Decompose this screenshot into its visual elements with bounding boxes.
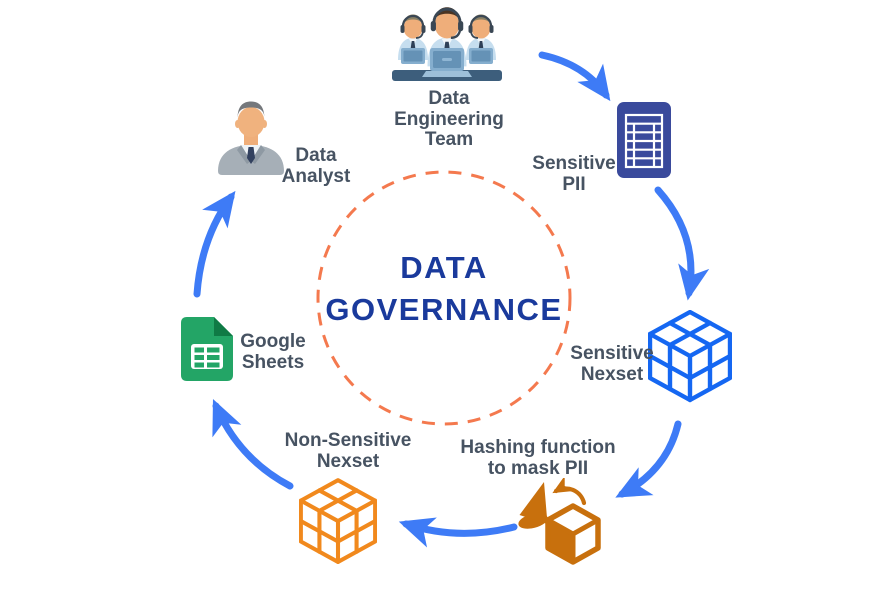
sensitive-nexset-label-line1: Sensitive <box>570 343 654 364</box>
arrow-nonsensitive-nexset-to-sheets <box>212 399 294 490</box>
data-analyst-label-line2: Analyst <box>281 165 351 187</box>
sensitive-pii-label-line2: PII <box>562 173 586 195</box>
sensitive-pii-label-line1: Sensitive <box>532 153 616 174</box>
sensitive-nexset-label: Sensitive Nexset <box>570 343 654 385</box>
nonsensitive-nexset-label-line1: Non-Sensitive <box>284 430 412 451</box>
google-sheets-label-line2: Sheets <box>241 351 305 373</box>
data-analyst-label-line1: Data <box>295 145 337 166</box>
team-label: Data Engineering Team <box>394 88 504 151</box>
team-label-line1: Data <box>428 88 470 109</box>
hashing-function-label: Hashing function to mask PII <box>460 437 616 479</box>
wireframe-cube-orange-icon <box>299 478 377 564</box>
nonsensitive-nexset-label: Non-Sensitive Nexset <box>284 430 412 472</box>
arrow-sheets-to-analyst <box>193 190 236 298</box>
google-sheets-icon <box>181 317 233 381</box>
arrow-team-to-pii <box>538 51 611 102</box>
arrow-pii-to-sensitive-nexset <box>654 186 710 301</box>
nonsensitive-nexset-label-line2: Nexset <box>316 450 380 472</box>
engineering-team-icon <box>392 7 502 81</box>
diagram-title: DATA GOVERNANCE <box>325 247 562 331</box>
arrow-hashing-to-nonsensitive-nexset <box>398 517 518 548</box>
arrow-sensitive-nexset-to-hashing <box>615 420 682 498</box>
hashing-function-label-line1: Hashing function <box>460 437 616 458</box>
sensitive-pii-label: Sensitive PII <box>532 153 616 195</box>
team-label-line2: Engineering <box>394 108 504 130</box>
title-line-2: GOVERNANCE <box>325 292 563 327</box>
shape-transform-icon <box>518 478 601 565</box>
business-person-icon <box>218 101 284 175</box>
team-label-line3: Team <box>424 129 474 150</box>
title-line-1: DATA <box>400 250 488 285</box>
data-table-icon <box>617 102 671 178</box>
hashing-function-label-line2: to mask PII <box>487 457 589 479</box>
data-analyst-label: Data Analyst <box>281 145 351 187</box>
google-sheets-label: Google Sheets <box>240 331 306 373</box>
sensitive-nexset-label-line2: Nexset <box>580 363 644 385</box>
google-sheets-label-line1: Google <box>240 331 306 352</box>
wireframe-cube-blue-icon <box>648 310 732 403</box>
